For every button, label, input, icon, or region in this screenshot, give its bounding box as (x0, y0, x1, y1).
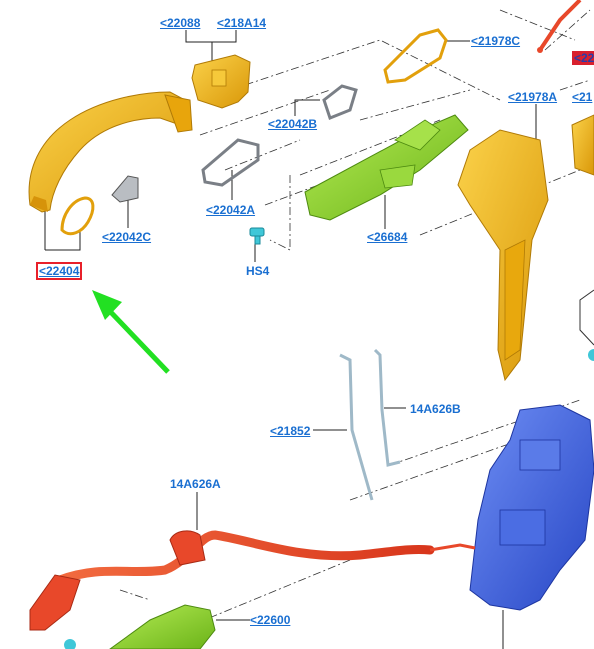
door-latch-part (469, 404, 594, 611)
bezel-cover-part (60, 196, 95, 236)
callout-22042B[interactable]: <22042B (268, 117, 318, 131)
callout-edge-badge[interactable]: <22 (572, 51, 594, 65)
edge-part (571, 114, 594, 361)
callout-22088[interactable]: <22088 (160, 16, 201, 30)
callout-14A626A[interactable]: 14A626A (170, 477, 221, 491)
handle-bezel-part (191, 54, 251, 109)
latch-cable-part (29, 530, 476, 631)
callout-22042C[interactable]: <22042C (102, 230, 152, 244)
rod-parts (339, 348, 401, 501)
screw-part (249, 227, 265, 245)
callout-22404[interactable]: <22404 (35, 262, 83, 280)
cable-top-part (537, 0, 582, 53)
handle-reinforcement-bracket (304, 114, 469, 221)
handle-frame-part (457, 129, 549, 382)
callout-21852[interactable]: <21852 (270, 424, 311, 438)
bracket-21978C-part (383, 28, 448, 84)
arrow-icon (92, 290, 170, 374)
callout-22042A[interactable]: <22042A (206, 203, 256, 217)
callout-21978C[interactable]: <21978C (471, 34, 521, 48)
interior-handle-part (64, 604, 216, 649)
callout-21-edge[interactable]: <21 (572, 90, 593, 104)
callout-21978A[interactable]: <21978A (508, 90, 558, 104)
assembly-lines (119, 9, 591, 631)
exterior-door-handle (28, 91, 193, 213)
callout-218A14[interactable]: <218A14 (217, 16, 267, 30)
callout-14A626B[interactable]: 14A626B (410, 402, 461, 416)
callout-22600[interactable]: <22600 (250, 613, 291, 627)
callout-26684[interactable]: <26684 (367, 230, 408, 244)
leader-lines (44, 30, 537, 649)
gasket-parts (111, 84, 358, 203)
callout-HS4[interactable]: HS4 (246, 264, 270, 278)
